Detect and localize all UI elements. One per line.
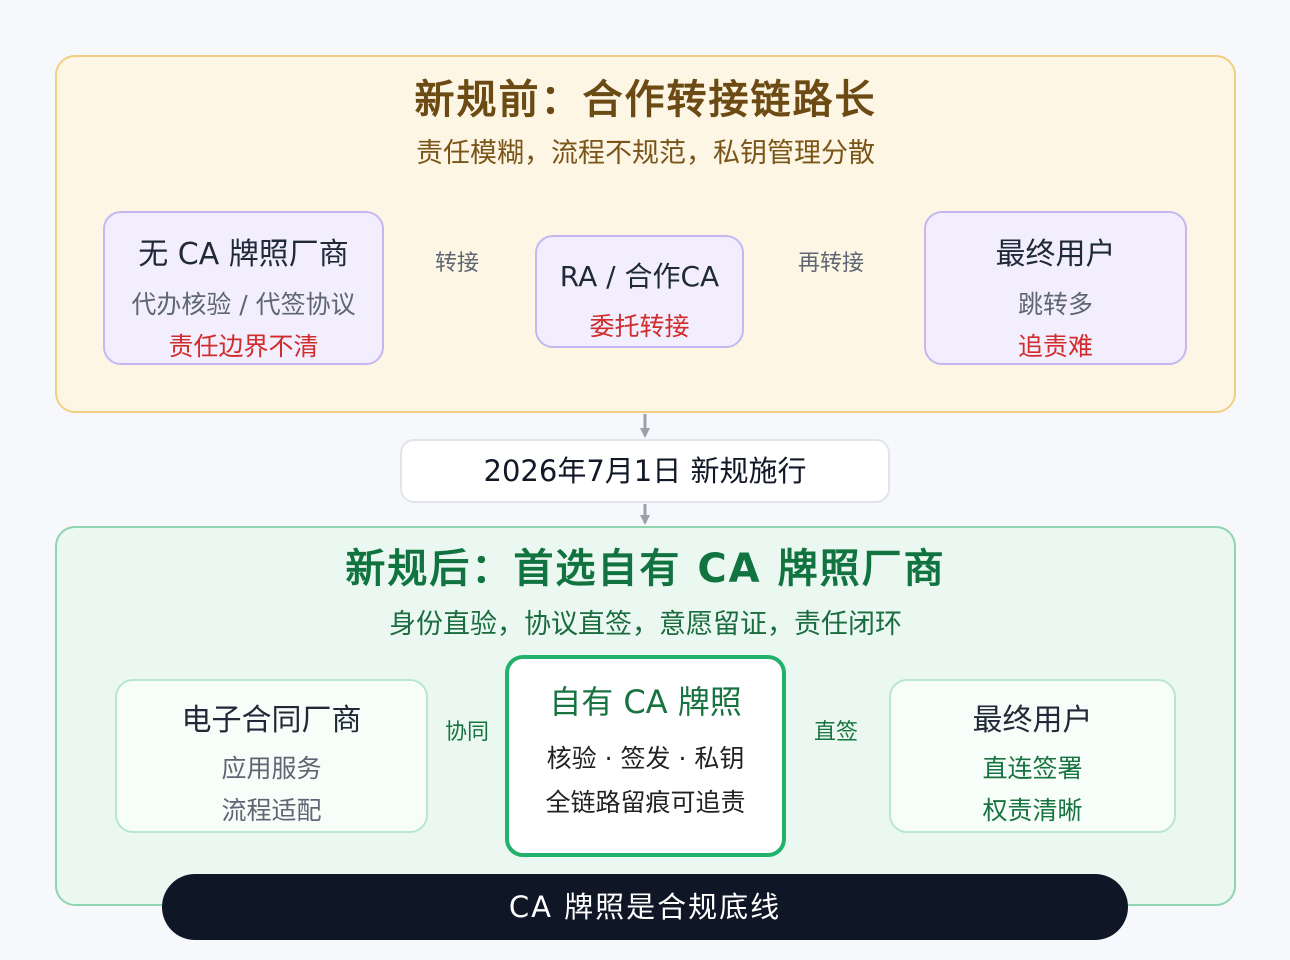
node-title: 电子合同厂商 bbox=[181, 703, 362, 738]
node-end-user-after: 最终用户 直连签署 权责清晰 bbox=[889, 679, 1176, 833]
node-detail: 直连签署 bbox=[982, 754, 1083, 783]
edge-label-retransfer: 再转接 bbox=[798, 251, 865, 276]
node-title: 自有 CA 牌照 bbox=[549, 683, 742, 721]
after-title: 新规后：首选自有 CA 牌照厂商 bbox=[345, 546, 946, 592]
bottom-banner: CA 牌照是合规底线 bbox=[162, 874, 1128, 940]
before-title: 新规前：合作转接链路长 bbox=[414, 77, 877, 123]
before-subtitle: 责任模糊，流程不规范，私钥管理分散 bbox=[416, 138, 875, 169]
node-detail: 代办核验 / 代签协议 bbox=[131, 290, 356, 319]
after-subtitle: 身份直验，协议直签，意愿留证，责任闭环 bbox=[389, 609, 902, 640]
node-detail: 流程适配 bbox=[221, 796, 322, 825]
node-detail: 应用服务 bbox=[221, 754, 322, 783]
edge-label-transfer: 转接 bbox=[435, 251, 480, 276]
node-detail: 权责清晰 bbox=[982, 796, 1083, 825]
node-own-ca-license: 自有 CA 牌照 核验 · 签发 · 私钥 全链路留痕可追责 bbox=[505, 655, 786, 857]
node-detail: 全链路留痕可追责 bbox=[545, 788, 746, 817]
node-detail: 委托转接 bbox=[589, 312, 690, 341]
edge-label-collaborate: 协同 bbox=[445, 720, 490, 745]
node-detail: 跳转多 bbox=[1017, 290, 1093, 319]
node-ra-partner-ca: RA / 合作CA 委托转接 bbox=[535, 235, 744, 348]
node-title: 最终用户 bbox=[995, 237, 1116, 272]
edge-label-direct-sign: 直签 bbox=[814, 720, 859, 745]
node-e-contract-vendor: 电子合同厂商 应用服务 流程适配 bbox=[115, 679, 428, 833]
node-title: 最终用户 bbox=[972, 703, 1093, 738]
node-no-ca-vendor: 无 CA 牌照厂商 代办核验 / 代签协议 责任边界不清 bbox=[103, 211, 384, 365]
milestone-date: 2026年7月1日 新规施行 bbox=[400, 439, 890, 503]
node-detail: 核验 · 签发 · 私钥 bbox=[546, 744, 745, 773]
node-risk: 追责难 bbox=[1017, 332, 1093, 361]
node-title: 无 CA 牌照厂商 bbox=[138, 237, 349, 272]
node-risk: 责任边界不清 bbox=[168, 332, 319, 361]
node-end-user-before: 最终用户 跳转多 追责难 bbox=[924, 211, 1187, 365]
node-title: RA / 合作CA bbox=[559, 260, 720, 293]
